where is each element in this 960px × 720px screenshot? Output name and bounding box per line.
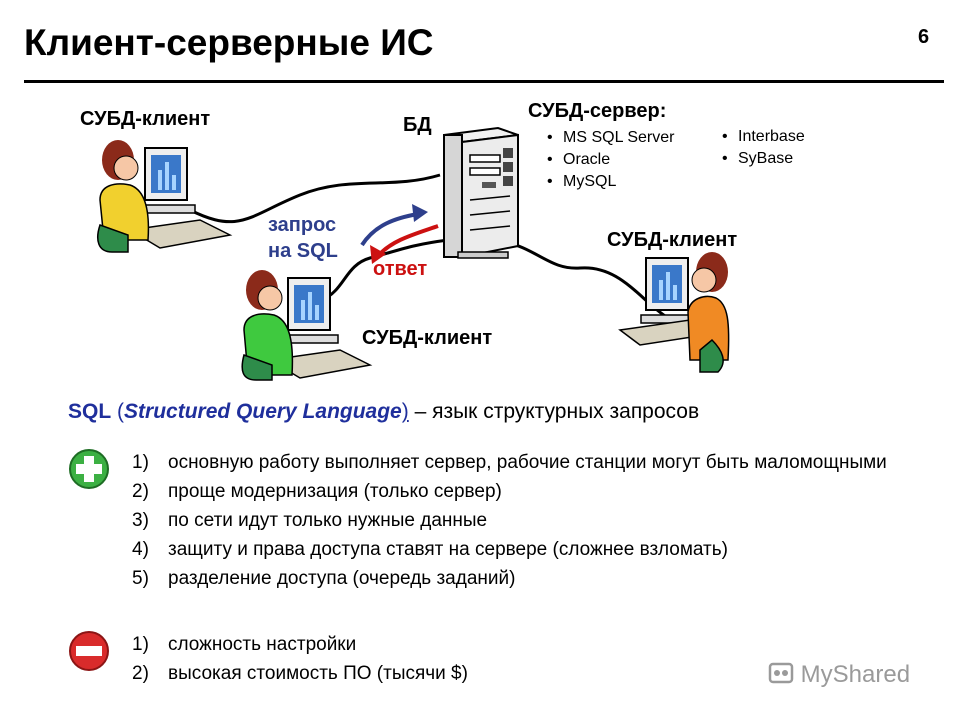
- watermark-logo-icon: [768, 662, 794, 684]
- cable-bottom-client: [321, 238, 449, 302]
- sql-expansion: Structured Query Language: [124, 400, 402, 423]
- server-product-item: SyBase: [722, 148, 805, 170]
- db-label: БД: [403, 114, 432, 136]
- client-server-diagram: [97, 126, 730, 381]
- title-divider: [24, 80, 944, 83]
- watermark-text: MyShared: [800, 661, 911, 688]
- server-label: СУБД-сервер:: [528, 100, 667, 122]
- plus-icon: [69, 449, 109, 489]
- server-product-item: MySQL: [547, 171, 674, 193]
- client-bottom-label: СУБД-клиент: [362, 327, 493, 349]
- list-item: 4) защиту и права доступа ставят на серве…: [132, 535, 898, 564]
- query-label: запрос на SQL: [268, 212, 338, 264]
- list-item: 5) разделение доступа (очередь заданий): [132, 564, 898, 593]
- server-product-item: Oracle: [547, 149, 674, 171]
- page-title: Клиент-серверные ИС: [24, 22, 434, 63]
- sql-close-paren: ): [401, 400, 409, 423]
- answer-arrow-icon: [376, 224, 439, 258]
- list-item-number: 1): [132, 452, 149, 473]
- list-item-number: 4): [132, 539, 149, 560]
- sql-definition: SQL (Structured Query Language) – язык с…: [68, 400, 699, 424]
- list-item-number: 5): [132, 568, 149, 589]
- list-item: 2) проще модернизация (только сервер): [132, 477, 898, 506]
- client-workstation-right-icon: [618, 252, 730, 373]
- server-product-item: MS SQL Server: [547, 127, 674, 149]
- client-workstation-bottom-icon: [241, 270, 373, 381]
- cons-list: 1) сложность настройки 2) высокая стоимост…: [132, 630, 898, 688]
- list-item: 1) сложность настройки: [132, 630, 898, 659]
- sql-description: – язык структурных запросов: [408, 400, 700, 423]
- list-item-text: высокая стоимость ПО (тысячи $): [168, 663, 468, 684]
- client-top-left-label: СУБД-клиент: [80, 108, 211, 130]
- watermark: MyShared: [768, 660, 910, 689]
- client-right-label: СУБД-клиент: [607, 229, 738, 251]
- list-item: 1) основную работу выполняет сервер, рабо…: [132, 448, 898, 477]
- cable-left-client: [189, 173, 441, 224]
- sql-term: SQL: [68, 400, 112, 423]
- list-item-text: разделение доступа (очередь заданий): [168, 568, 516, 589]
- answer-label: ответ: [373, 258, 428, 280]
- pros-list: 1) основную работу выполняет сервер, рабо…: [132, 448, 898, 593]
- list-item-text: сложность настройки: [168, 634, 357, 655]
- server-products-list-1: MS SQL Server Oracle MySQL: [547, 127, 674, 193]
- list-item: 2) высокая стоимость ПО (тысячи $): [132, 659, 898, 688]
- list-item-number: 2): [132, 663, 149, 684]
- list-item-number: 2): [132, 481, 149, 502]
- minus-icon: [69, 631, 109, 671]
- query-label-line2: на SQL: [268, 240, 338, 262]
- sql-open-paren: (: [117, 400, 125, 423]
- server-tower-icon: [443, 126, 519, 259]
- query-label-line1: запрос: [268, 214, 337, 236]
- server-product-item: Interbase: [722, 126, 805, 148]
- list-item-number: 3): [132, 510, 149, 531]
- list-item-number: 1): [132, 634, 149, 655]
- list-item: 3) по сети идут только нужные данные: [132, 506, 898, 535]
- client-workstation-top-left-icon: [97, 140, 233, 253]
- query-arrow-icon: [360, 212, 419, 247]
- list-item-text: защиту и права доступа ставят на сервере…: [168, 539, 728, 560]
- list-item-text: по сети идут только нужные данные: [168, 510, 488, 531]
- list-item-text: основную работу выполняет сервер, рабочи…: [168, 452, 887, 473]
- server-products-list-2: Interbase SyBase: [722, 126, 805, 170]
- list-item-text: проще модернизация (только сервер): [168, 481, 502, 502]
- slide-number: 6: [918, 26, 930, 48]
